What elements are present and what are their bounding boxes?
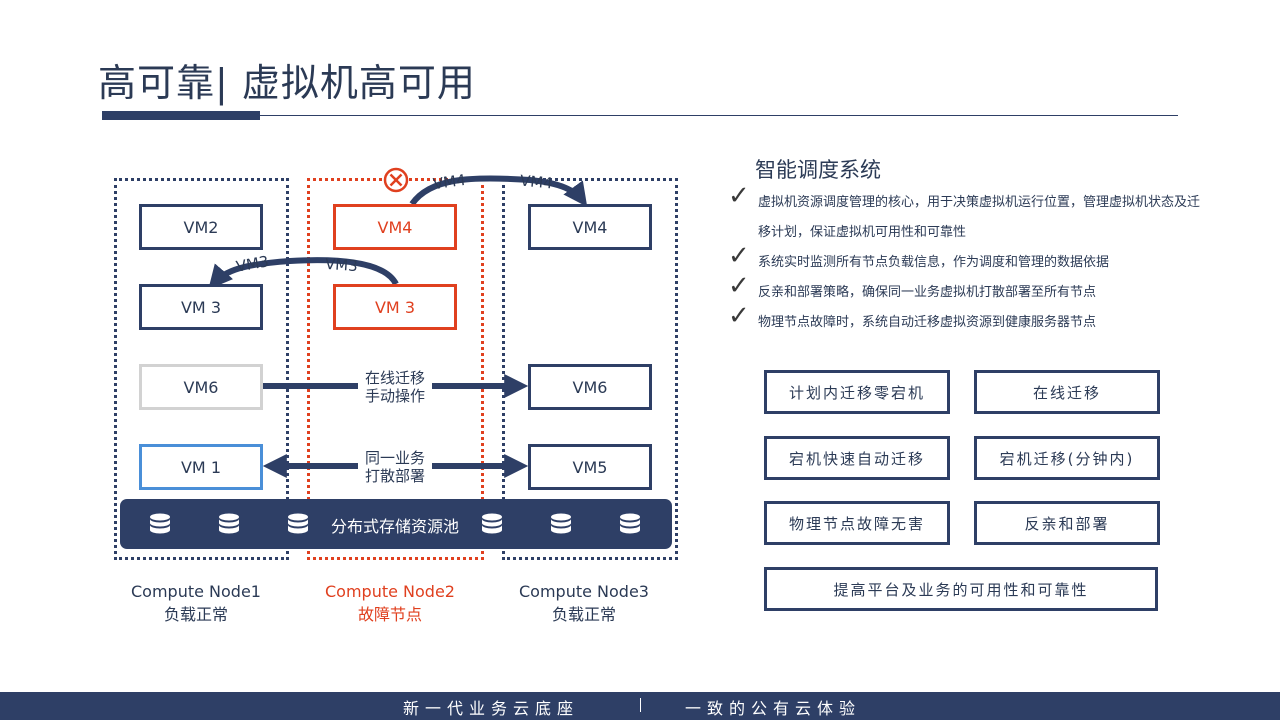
- caption-line: 同一业务: [364, 449, 425, 467]
- vm-box: VM4: [333, 204, 457, 250]
- cross-circle-icon: [383, 167, 409, 193]
- scheduler-title: 智能调度系统: [755, 158, 881, 182]
- compute-node3-box: [502, 178, 678, 560]
- scheduler-bullet: ✓ 反亲和部署策略，确保同一业务虚拟机打散部署至所有节点: [728, 271, 1200, 308]
- ha-diagram: VM4 VM4 VM3 VM3 VM2 VM 3 VM6 VM 1 VM4 VM…: [0, 0, 700, 640]
- check-icon: ✓: [728, 241, 750, 271]
- vm4-migration-arc: [409, 175, 588, 207]
- database-icon: [219, 513, 239, 534]
- database-icon: [620, 513, 640, 534]
- feature-box: 物理节点故障无害: [764, 501, 950, 545]
- vm3-arc-label: VM3: [324, 254, 359, 276]
- check-icon: ✓: [728, 181, 750, 211]
- bullet-text: 反亲和部署策略，确保同一业务虚拟机打散部署至所有节点: [758, 285, 1097, 300]
- live-migration-caption: 在线迁移 手动操作: [358, 369, 432, 405]
- vm-box: VM 1: [139, 444, 263, 490]
- database-icon: [288, 513, 308, 534]
- caption-line: 打散部署: [364, 467, 425, 485]
- footer-slogan-left: 新一代业务云底座: [403, 699, 580, 718]
- vm3-migration-arc: [208, 257, 399, 290]
- feature-box: 宕机迁移(分钟内): [974, 436, 1160, 480]
- compute-node3-label: Compute Node3 负载正常: [514, 580, 654, 626]
- compute-node1-box: [114, 178, 289, 560]
- footer-separator: [640, 698, 641, 712]
- bullet-text: 虚拟机资源调度管理的核心，用于决策虚拟机运行位置，管理虚拟机状态及迁移计划，保证…: [758, 195, 1201, 240]
- feature-box: 宕机快速自动迁移: [764, 436, 950, 480]
- node-status: 负载正常: [163, 605, 228, 624]
- feature-box: 反亲和部署: [974, 501, 1160, 545]
- vm4-arc-label: VM4: [519, 171, 554, 193]
- node-name: Compute Node2: [325, 582, 455, 601]
- feature-box-wide: 提高平台及业务的可用性和可靠性: [764, 567, 1158, 611]
- title-accent-bar: [102, 111, 260, 120]
- storage-pool: 分布式存储资源池: [120, 499, 672, 549]
- database-icon: [150, 513, 170, 534]
- storage-pool-label: 分布式存储资源池: [331, 517, 460, 536]
- vm-box: VM4: [528, 204, 652, 250]
- page-title: 高可靠| 虚拟机高可用: [98, 61, 476, 105]
- bullet-text: 物理节点故障时，系统自动迁移虚拟资源到健康服务器节点: [758, 315, 1097, 330]
- check-icon: ✓: [728, 301, 750, 331]
- caption-line: 在线迁移: [364, 369, 425, 387]
- vm-box: VM5: [528, 444, 652, 490]
- check-icon: ✓: [728, 271, 750, 301]
- scheduler-bullet: ✓ 虚拟机资源调度管理的核心，用于决策虚拟机运行位置，管理虚拟机状态及迁移计划，…: [728, 181, 1201, 248]
- scheduler-bullet: ✓ 物理节点故障时，系统自动迁移虚拟资源到健康服务器节点: [728, 301, 1200, 338]
- database-icon: [482, 513, 502, 534]
- scheduler-bullet: ✓ 系统实时监测所有节点负载信息，作为调度和管理的数据依据: [728, 241, 1200, 278]
- vm-box: VM 3: [139, 284, 263, 330]
- feature-box: 计划内迁移零宕机: [764, 370, 950, 414]
- vm-box: VM6: [139, 364, 263, 410]
- vm-box: VM 3: [333, 284, 457, 330]
- feature-box: 在线迁移: [974, 370, 1160, 414]
- vm-box: VM2: [139, 204, 263, 250]
- compute-node2-label: Compute Node2 故障节点: [320, 580, 460, 626]
- footer-bar: 新一代业务云底座 一致的公有云体验: [0, 692, 1280, 720]
- anti-affinity-caption: 同一业务 打散部署: [358, 449, 432, 485]
- title-divider: [260, 115, 1178, 116]
- compute-node1-label: Compute Node1 负载正常: [126, 580, 266, 626]
- bullet-text: 系统实时监测所有节点负载信息，作为调度和管理的数据依据: [758, 255, 1110, 270]
- node-name: Compute Node3: [519, 582, 649, 601]
- caption-line: 手动操作: [364, 387, 425, 405]
- node-name: Compute Node1: [131, 582, 261, 601]
- vm-box: VM6: [528, 364, 652, 410]
- footer-slogan-right: 一致的公有云体验: [685, 699, 862, 718]
- node-status: 故障节点: [357, 605, 422, 624]
- node-status: 负载正常: [551, 605, 616, 624]
- database-icon: [551, 513, 571, 534]
